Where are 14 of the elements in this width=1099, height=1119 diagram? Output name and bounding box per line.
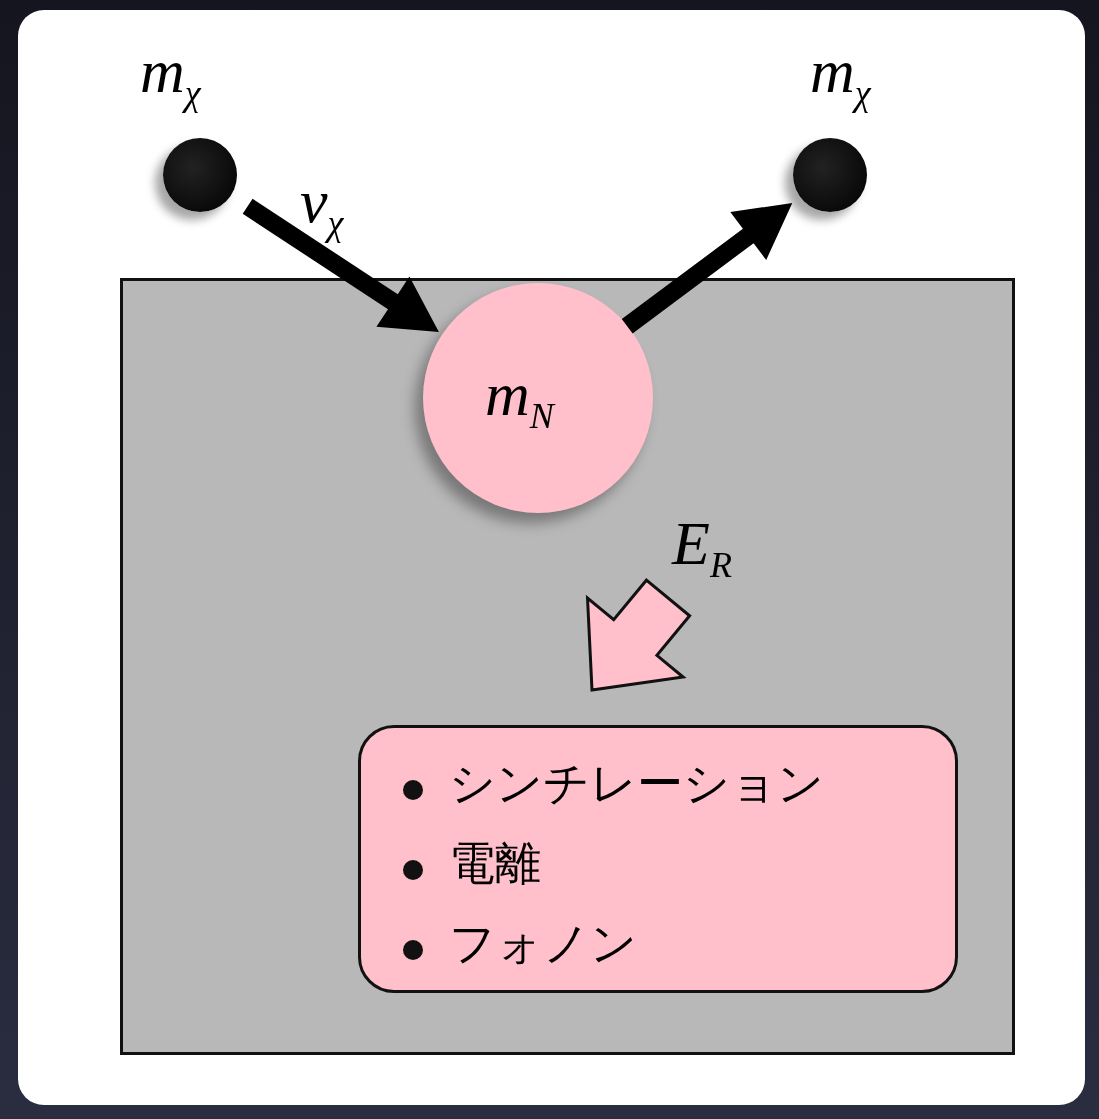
math-label: m$_{N}$: [485, 363, 554, 434]
list-item: 電離: [449, 836, 541, 892]
edge-label: E$_{R}$: [672, 512, 732, 583]
nucleus-circle: [423, 283, 653, 513]
math-label: m$_{χ}$: [140, 40, 201, 111]
detector-box: [120, 278, 1015, 1055]
list-item: フォノン: [449, 916, 637, 972]
block-arrow: [585, 578, 692, 692]
arrow: [242, 198, 439, 332]
arrow: [621, 203, 793, 334]
math-label: m$_{χ}$: [810, 40, 871, 111]
list-item: シンチレーション: [449, 756, 824, 812]
edge-label: v$_{χ}$: [300, 170, 344, 241]
signal-box: [358, 725, 958, 993]
